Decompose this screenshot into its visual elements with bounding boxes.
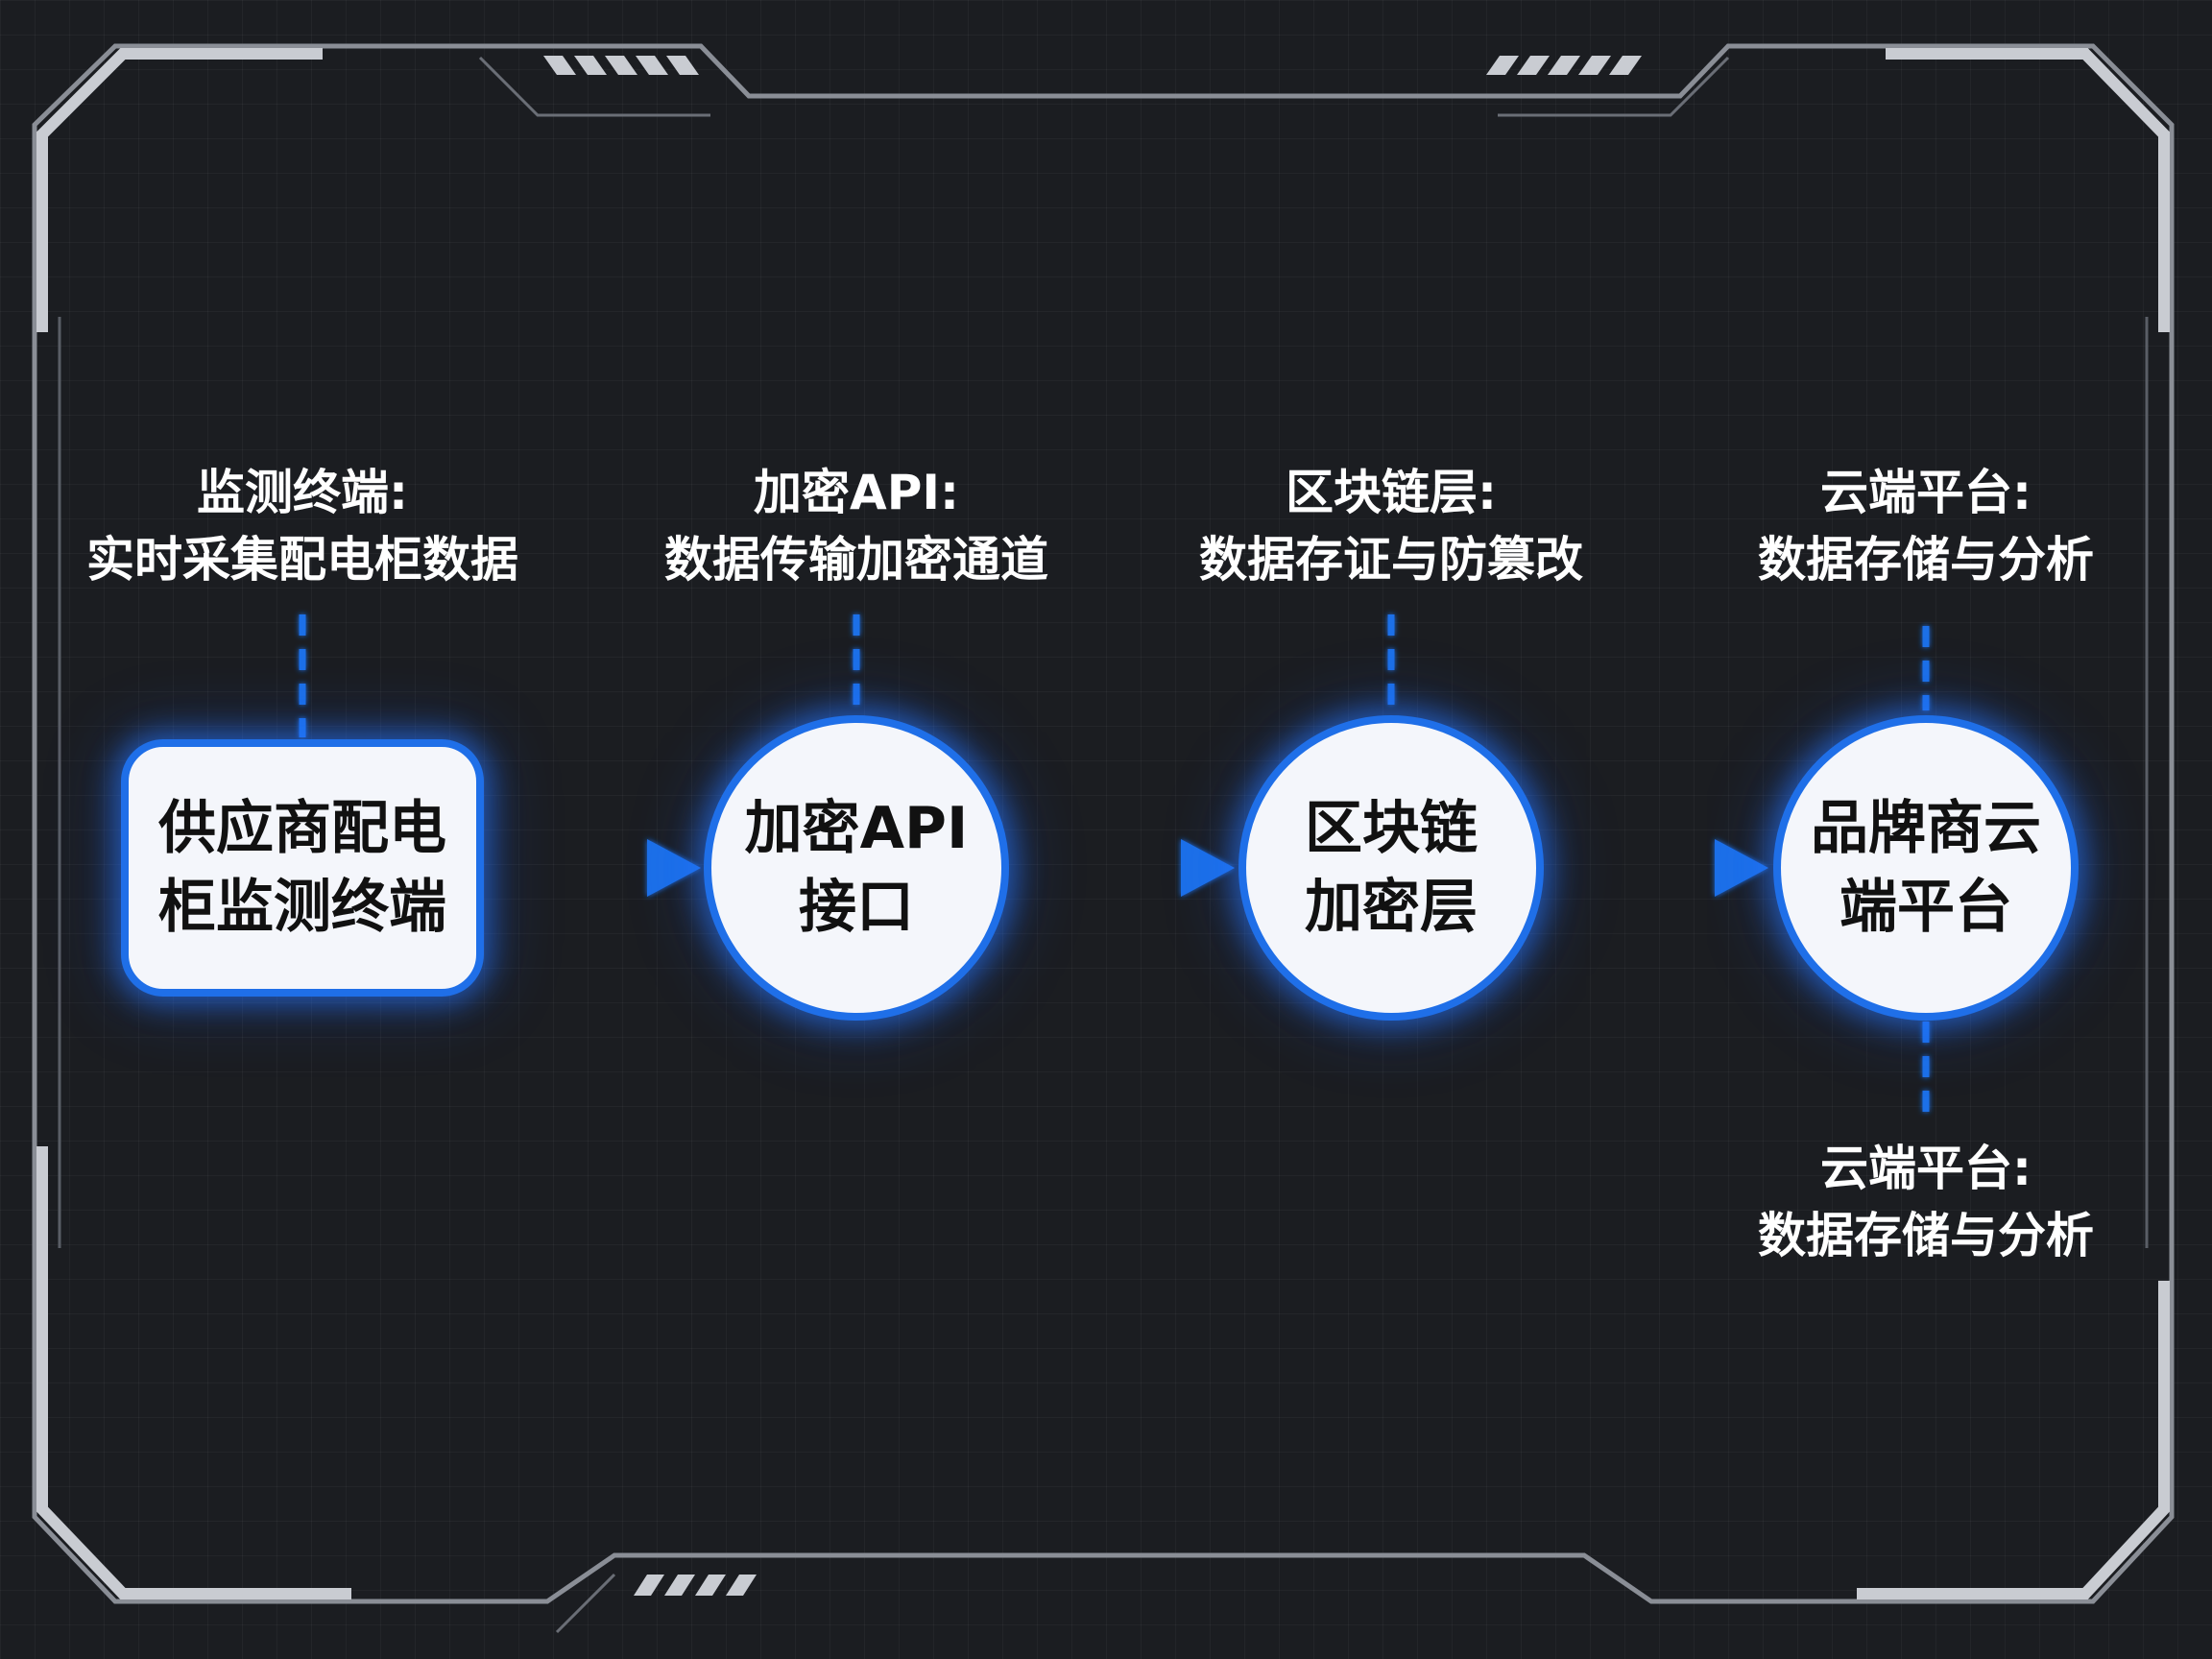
flow-arrowheads xyxy=(647,839,1768,897)
node-encrypted-api[interactable]: 加密API 接口 xyxy=(704,715,1009,1021)
arrowhead-2 xyxy=(1181,839,1235,897)
annotation-encrypted-api: 加密API: 数据传输加密通道 xyxy=(607,459,1106,593)
annotation-description: 数据存证与防篡改 xyxy=(1199,532,1583,588)
annotation-description: 数据存储与分析 xyxy=(1758,1208,2094,1263)
node-blockchain-layer[interactable]: 区块链 加密层 xyxy=(1238,715,1544,1021)
node-label-line: 供应商配电 xyxy=(158,795,446,862)
arrowhead-3 xyxy=(1715,839,1768,897)
node-label-line: 区块链 xyxy=(1305,795,1478,862)
annotation-description: 数据存储与分析 xyxy=(1758,532,2094,588)
annotation-title: 区块链层: xyxy=(1286,465,1497,520)
arrowhead-1 xyxy=(647,839,701,897)
annotation-monitor-terminal: 监测终端: 实时采集配电柜数据 xyxy=(53,459,552,593)
frame-slash-decor xyxy=(543,56,1642,1596)
node-label-line: 柜监测终端 xyxy=(158,874,446,941)
annotation-cloud-platform-bottom: 云端平台: 数据存储与分析 xyxy=(1676,1135,2176,1269)
frame-outline xyxy=(32,43,2175,1634)
annotation-cloud-platform-top: 云端平台: 数据存储与分析 xyxy=(1676,459,2176,593)
annotation-title: 监测终端: xyxy=(197,465,408,520)
node-label-line: 接口 xyxy=(798,874,914,941)
annotation-leaders xyxy=(299,614,1930,1123)
node-label-line: 加密API xyxy=(744,795,969,862)
annotation-description: 实时采集配电柜数据 xyxy=(86,532,518,588)
annotation-description: 数据传输加密通道 xyxy=(664,532,1048,588)
annotation-title: 云端平台: xyxy=(1820,465,2032,520)
node-cloud-platform[interactable]: 品牌商云 端平台 xyxy=(1773,715,2079,1021)
node-monitor-terminal[interactable]: 供应商配电 柜监测终端 xyxy=(121,739,484,997)
annotation-blockchain-layer: 区块链层: 数据存证与防篡改 xyxy=(1142,459,1641,593)
annotation-title: 云端平台: xyxy=(1820,1141,2032,1196)
frame-corner-brackets xyxy=(36,48,2170,1599)
node-label-line: 加密层 xyxy=(1305,874,1478,941)
annotation-title: 加密API: xyxy=(754,465,959,520)
node-label-line: 品牌商云 xyxy=(1811,795,2041,862)
node-label-line: 端平台 xyxy=(1839,874,2012,941)
